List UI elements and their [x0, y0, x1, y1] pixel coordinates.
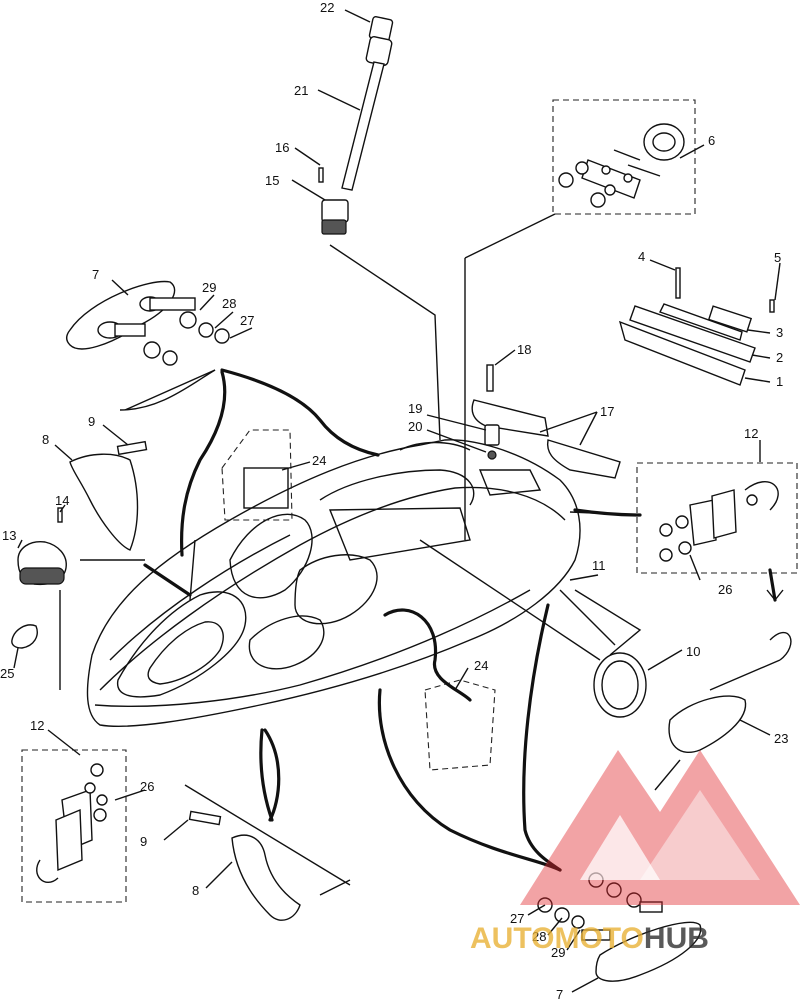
label-14: 14 [55, 493, 69, 508]
leader-lines [13, 9, 781, 993]
label-22: 22 [320, 0, 334, 15]
label-6: 6 [708, 133, 715, 148]
label-8a: 8 [42, 432, 49, 447]
label-20: 20 [408, 419, 422, 434]
tow-hook-assembly-top [552, 99, 696, 215]
label-10: 10 [686, 644, 700, 659]
label-27a: 27 [240, 313, 254, 328]
watermark-part-auto: AUTO [470, 922, 554, 955]
label-7a: 7 [92, 267, 99, 282]
label-11: 11 [592, 558, 606, 573]
gunwale-rails [618, 267, 775, 386]
label-29b: 29 [551, 945, 565, 960]
label-19: 19 [408, 401, 422, 416]
label-24a: 24 [312, 453, 326, 468]
bottom-bumpers [184, 784, 351, 921]
grab-bar-bottom-right [537, 872, 702, 982]
label-8b: 8 [192, 883, 199, 898]
side-bumper-left [69, 440, 148, 551]
label-3: 3 [776, 325, 783, 340]
routing-cords [143, 368, 784, 872]
label-13: 13 [2, 528, 16, 543]
label-5: 5 [774, 250, 781, 265]
watermark: AUTOMOTOHUB [470, 750, 800, 955]
label-28a: 28 [222, 296, 236, 311]
watermark-part-moto: MOTO [554, 922, 643, 955]
label-9b: 9 [140, 834, 147, 849]
label-28b: 28 [532, 929, 546, 944]
label-25: 25 [0, 666, 14, 681]
label-7b: 7 [556, 987, 563, 1002]
label-27b: 27 [510, 911, 524, 926]
tow-strap [654, 632, 792, 791]
label-15: 15 [265, 173, 279, 188]
watermark-text: AUTOMOTOHUB [470, 922, 709, 955]
tow-hook-assembly-right [636, 462, 798, 574]
label-4: 4 [638, 249, 645, 264]
deck-pads [471, 364, 621, 479]
tow-hook-assembly-left [21, 749, 127, 903]
watermark-logo-icon [520, 750, 800, 905]
warning-labels [221, 429, 496, 771]
label-12a: 12 [744, 426, 758, 441]
label-1: 1 [776, 374, 783, 389]
label-29a: 29 [202, 280, 216, 295]
watermark-part-hub: HUB [644, 922, 709, 955]
label-12b: 12 [30, 718, 44, 733]
label-9a: 9 [88, 414, 95, 429]
label-26a: 26 [718, 582, 732, 597]
label-17: 17 [600, 404, 614, 419]
label-23: 23 [774, 731, 788, 746]
label-18: 18 [517, 342, 531, 357]
label-16: 16 [275, 140, 289, 155]
label-24b: 24 [474, 658, 488, 673]
inspection-ring [593, 652, 647, 718]
ski-pole-assembly [318, 16, 394, 235]
boat-hull [86, 439, 581, 727]
label-21: 21 [294, 83, 308, 98]
grab-bar-top-left [65, 280, 230, 411]
label-2: 2 [776, 350, 783, 365]
navigation-light [11, 507, 67, 649]
label-26b: 26 [140, 779, 154, 794]
